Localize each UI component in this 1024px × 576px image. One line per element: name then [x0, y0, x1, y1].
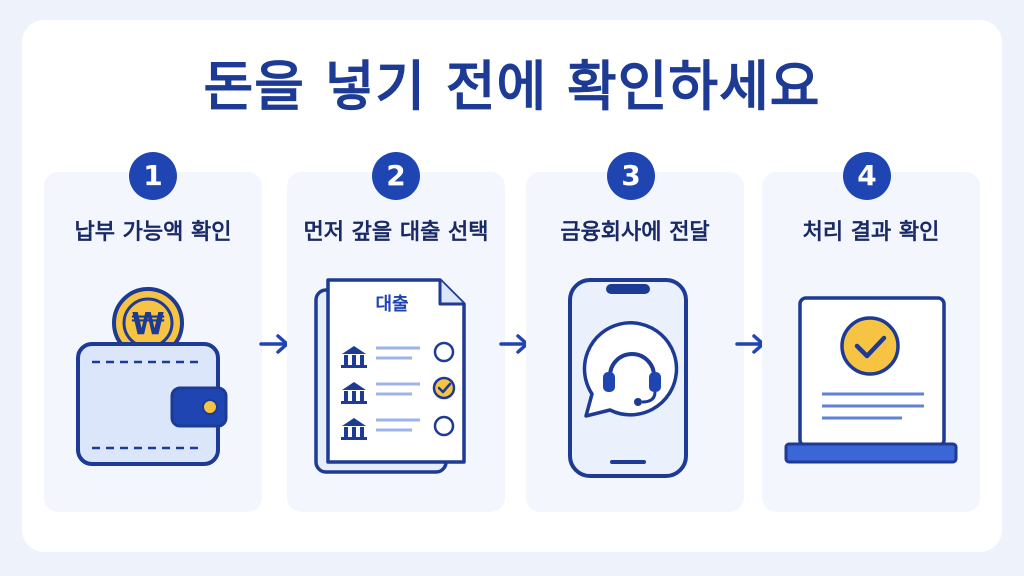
document-title: 대출 — [375, 294, 408, 315]
step-number-badge: 2 — [372, 152, 420, 200]
step-number-badge: 3 — [607, 152, 655, 200]
step-label: 납부 가능액 확인 — [74, 220, 232, 245]
loan-document-checklist-icon: 대출 — [314, 278, 466, 474]
step-number-badge: 4 — [843, 152, 891, 200]
step-label: 금융회사에 전달 — [560, 220, 710, 245]
laptop-check-icon — [784, 296, 958, 464]
step-label: 처리 결과 확인 — [802, 220, 940, 245]
step-label: 먼저 갚을 대출 선택 — [303, 220, 489, 245]
won-symbol: ₩ — [131, 307, 164, 342]
step-number-badge: 1 — [129, 152, 177, 200]
wallet-won-coin-icon: ₩ — [76, 287, 228, 466]
page-title: 돈을 넣기 전에 확인하세요 — [203, 55, 821, 118]
phone-headset-icon — [568, 278, 688, 478]
